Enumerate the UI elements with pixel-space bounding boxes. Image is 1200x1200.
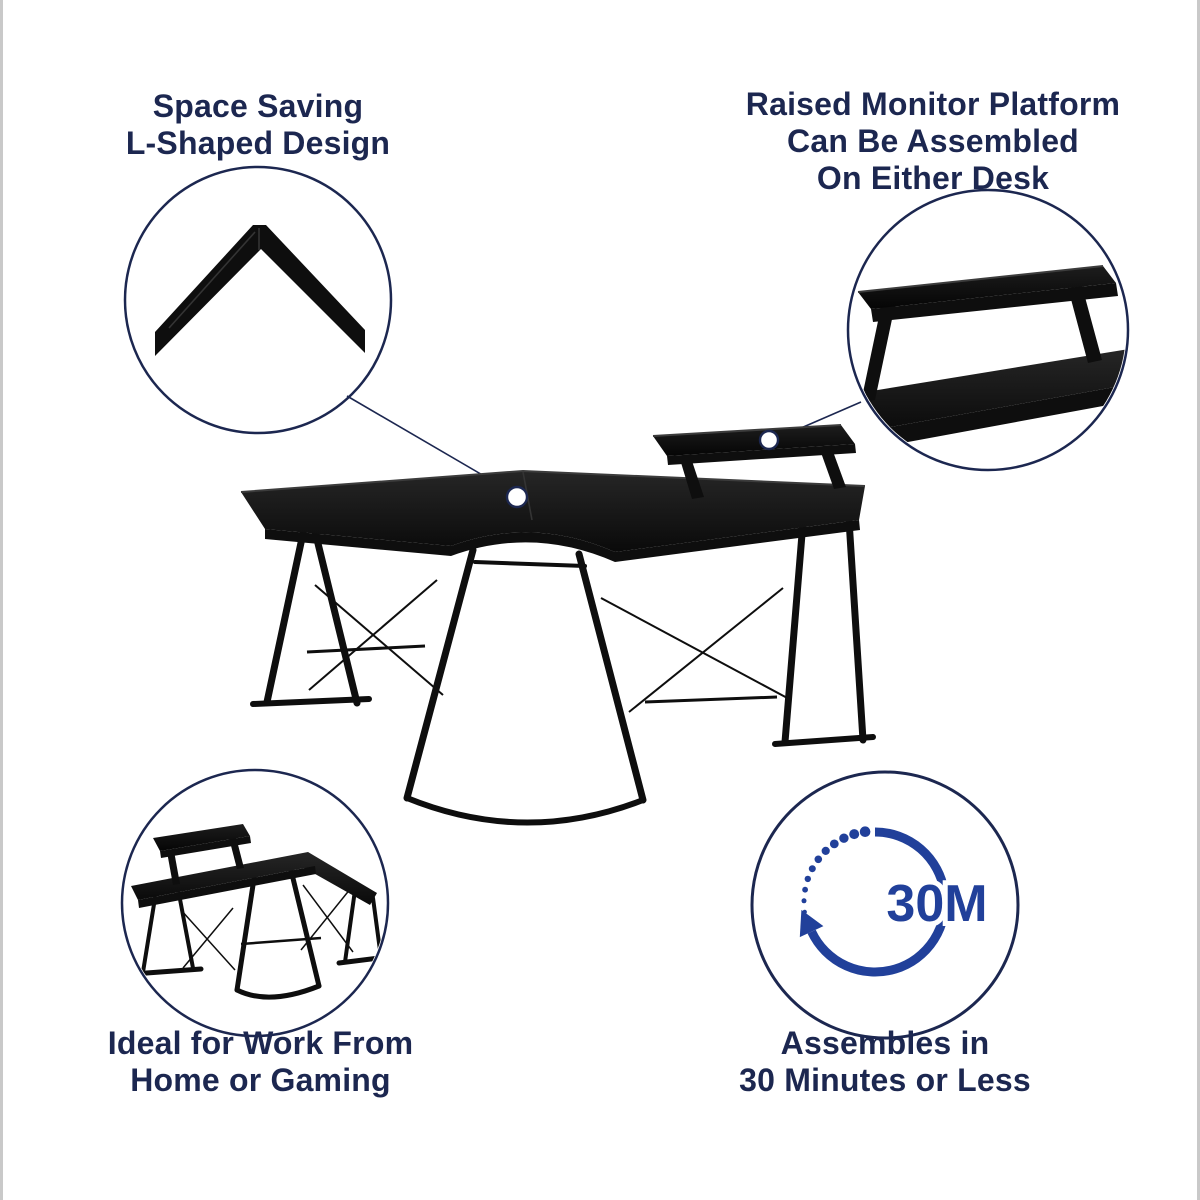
headline-line: L-Shaped Design [125, 125, 391, 161]
headline-line: 30 Minutes or Less [739, 1062, 1031, 1098]
monitor-platform-icon [850, 265, 1126, 452]
l-shaped-corner-icon [155, 225, 365, 356]
circle-frame [120, 768, 390, 1038]
callout-title-work-from-home: Ideal for Work From Home or Gaming [48, 1025, 473, 1099]
headline-line: On Either Desk [816, 160, 1050, 196]
curved-floor-rail [404, 795, 646, 826]
circle-frame [123, 165, 393, 435]
desk-illustration [240, 424, 876, 826]
headline-line: Space Saving [152, 88, 364, 124]
desk-thumbnail-callout [120, 768, 390, 1038]
callout-title-monitor-platform: Raised Monitor Platform Can Be Assembled… [708, 86, 1158, 197]
headline-line: Raised Monitor Platform [745, 86, 1121, 122]
headline-line: Can Be Assembled [787, 123, 1079, 159]
timer-duration-label: 30M [886, 875, 987, 933]
headline-line: Home or Gaming [130, 1062, 391, 1098]
callout-title-space-saving: Space Saving L-Shaped Design [43, 88, 473, 162]
desk-legs [250, 516, 876, 826]
desk-cross-braces [306, 579, 792, 713]
callout-title-assembly: Assembles in 30 Minutes or Less [675, 1025, 1095, 1099]
desk-thumbnail-icon [130, 824, 386, 1000]
callout-marker-corner [505, 485, 529, 509]
platform-closeup-callout [846, 188, 1130, 472]
assembly-timer-badge: 30M [750, 770, 1020, 1040]
callout-marker-platform [758, 429, 780, 451]
arrowhead [799, 909, 824, 938]
infographic-graphics: 30M [120, 165, 1130, 1040]
headline-line: Assembles in [780, 1025, 990, 1061]
circle-frame [846, 188, 1130, 472]
headline-line: Ideal for Work From [107, 1025, 414, 1061]
circle-frame [750, 770, 1020, 1040]
corner-closeup-callout [123, 165, 393, 435]
desk-top [240, 469, 866, 562]
monitor-platform [652, 424, 856, 499]
circular-arrow-timer-icon [799, 826, 950, 977]
